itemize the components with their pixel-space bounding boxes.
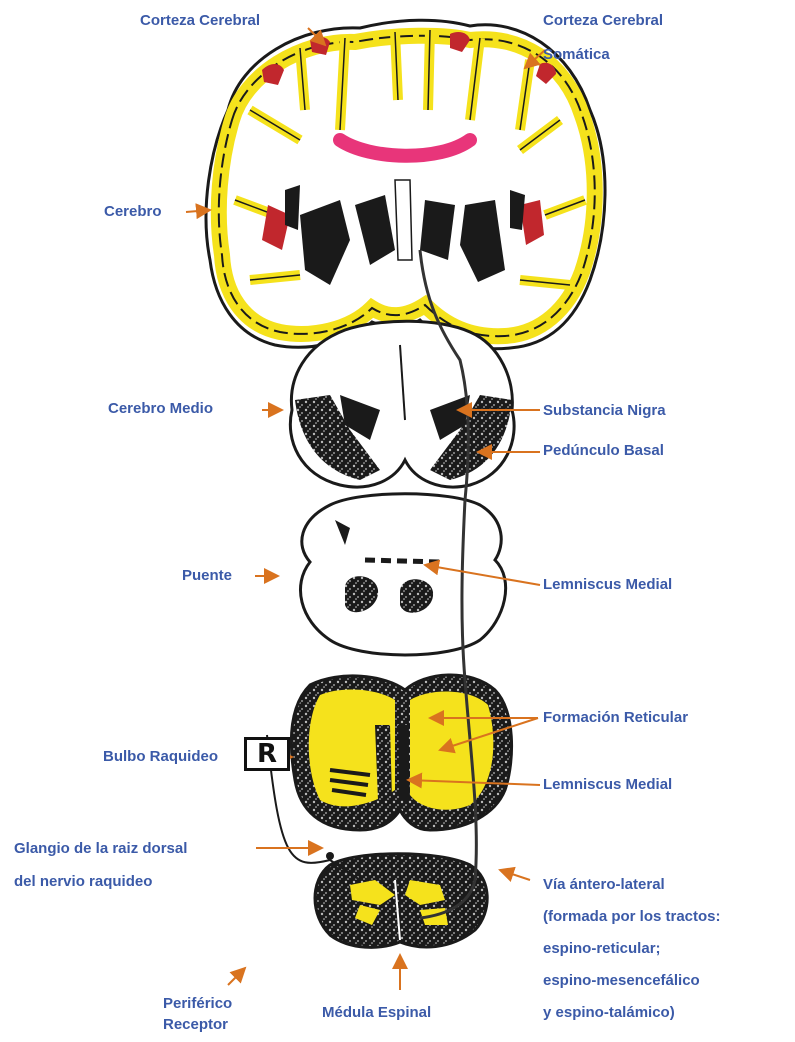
label-lemniscus-medial-bulbo: Lemniscus Medial — [543, 776, 672, 794]
label-formacion-reticular: Formación Reticular — [543, 709, 688, 727]
label-bulbo-raquideo: Bulbo Raquideo — [103, 748, 218, 766]
label-puente: Puente — [182, 567, 232, 585]
label-via-4: espino-mesencefálico — [543, 972, 700, 990]
label-corteza-cerebral: Corteza Cerebral — [140, 12, 260, 30]
label-corteza-somatica-2: Somática — [543, 46, 610, 64]
cerebrum-section — [206, 20, 605, 349]
label-periferico-2: Receptor — [163, 1016, 228, 1034]
label-via-2: (formada por los tractos: — [543, 908, 721, 926]
label-pedunculo-basal: Pedúnculo Basal — [543, 442, 664, 460]
label-via-3: espino-reticular; — [543, 940, 661, 958]
label-corteza-somatica-1: Corteza Cerebral — [543, 12, 663, 30]
label-lemniscus-medial-puente: Lemniscus Medial — [543, 576, 672, 594]
label-via-1: Vía ántero-lateral — [543, 876, 665, 894]
dorsal-root-ganglion — [326, 852, 334, 860]
label-via-5: y espino-talámico) — [543, 1004, 675, 1022]
label-substancia-nigra: Substancia Nigra — [543, 402, 666, 420]
medulla-section — [291, 675, 511, 830]
label-cerebro: Cerebro — [104, 203, 162, 221]
midbrain-section — [290, 321, 514, 487]
receptor-box: R — [244, 737, 290, 771]
label-cerebro-medio: Cerebro Medio — [108, 400, 213, 418]
label-medula-espinal: Médula Espinal — [322, 1004, 431, 1022]
label-ganglio-2: del nervio raquideo — [14, 873, 152, 891]
label-ganglio-1: Glangio de la raiz dorsal — [14, 840, 187, 858]
label-periferico-1: Periférico — [163, 995, 232, 1013]
